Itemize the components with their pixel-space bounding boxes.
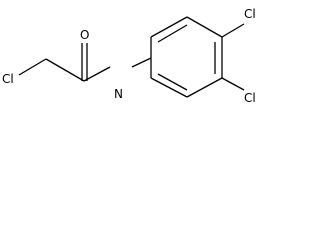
ring-inner-bond-1 [157, 24, 188, 43]
bond-n-ring [131, 57, 152, 68]
atom-cl-meta: Cl [244, 91, 256, 105]
ring-inner-bond-3 [157, 73, 188, 91]
atom-oxygen: O [80, 28, 89, 42]
bond-ch2-carbonyl [45, 58, 85, 82]
bond-ring-cl-meta [221, 77, 245, 91]
bond-cl-ch2 [18, 58, 47, 76]
ring-bond-3 [186, 16, 223, 38]
chemical-structure-diagram: Cl O N Cl Cl [2, 7, 256, 105]
ring-bond-5 [186, 77, 223, 98]
atom-labels: Cl O N Cl Cl [2, 7, 256, 105]
ring-bond-6 [150, 77, 188, 98]
bond-carbonyl-n [83, 66, 111, 82]
atom-cl-alpha: Cl [2, 72, 14, 86]
atom-cl-para: Cl [244, 7, 256, 21]
bonds [18, 16, 245, 98]
bond-ring-cl-para [221, 23, 245, 38]
ring-bond-2 [150, 16, 188, 38]
atom-nitrogen: N [114, 87, 123, 101]
